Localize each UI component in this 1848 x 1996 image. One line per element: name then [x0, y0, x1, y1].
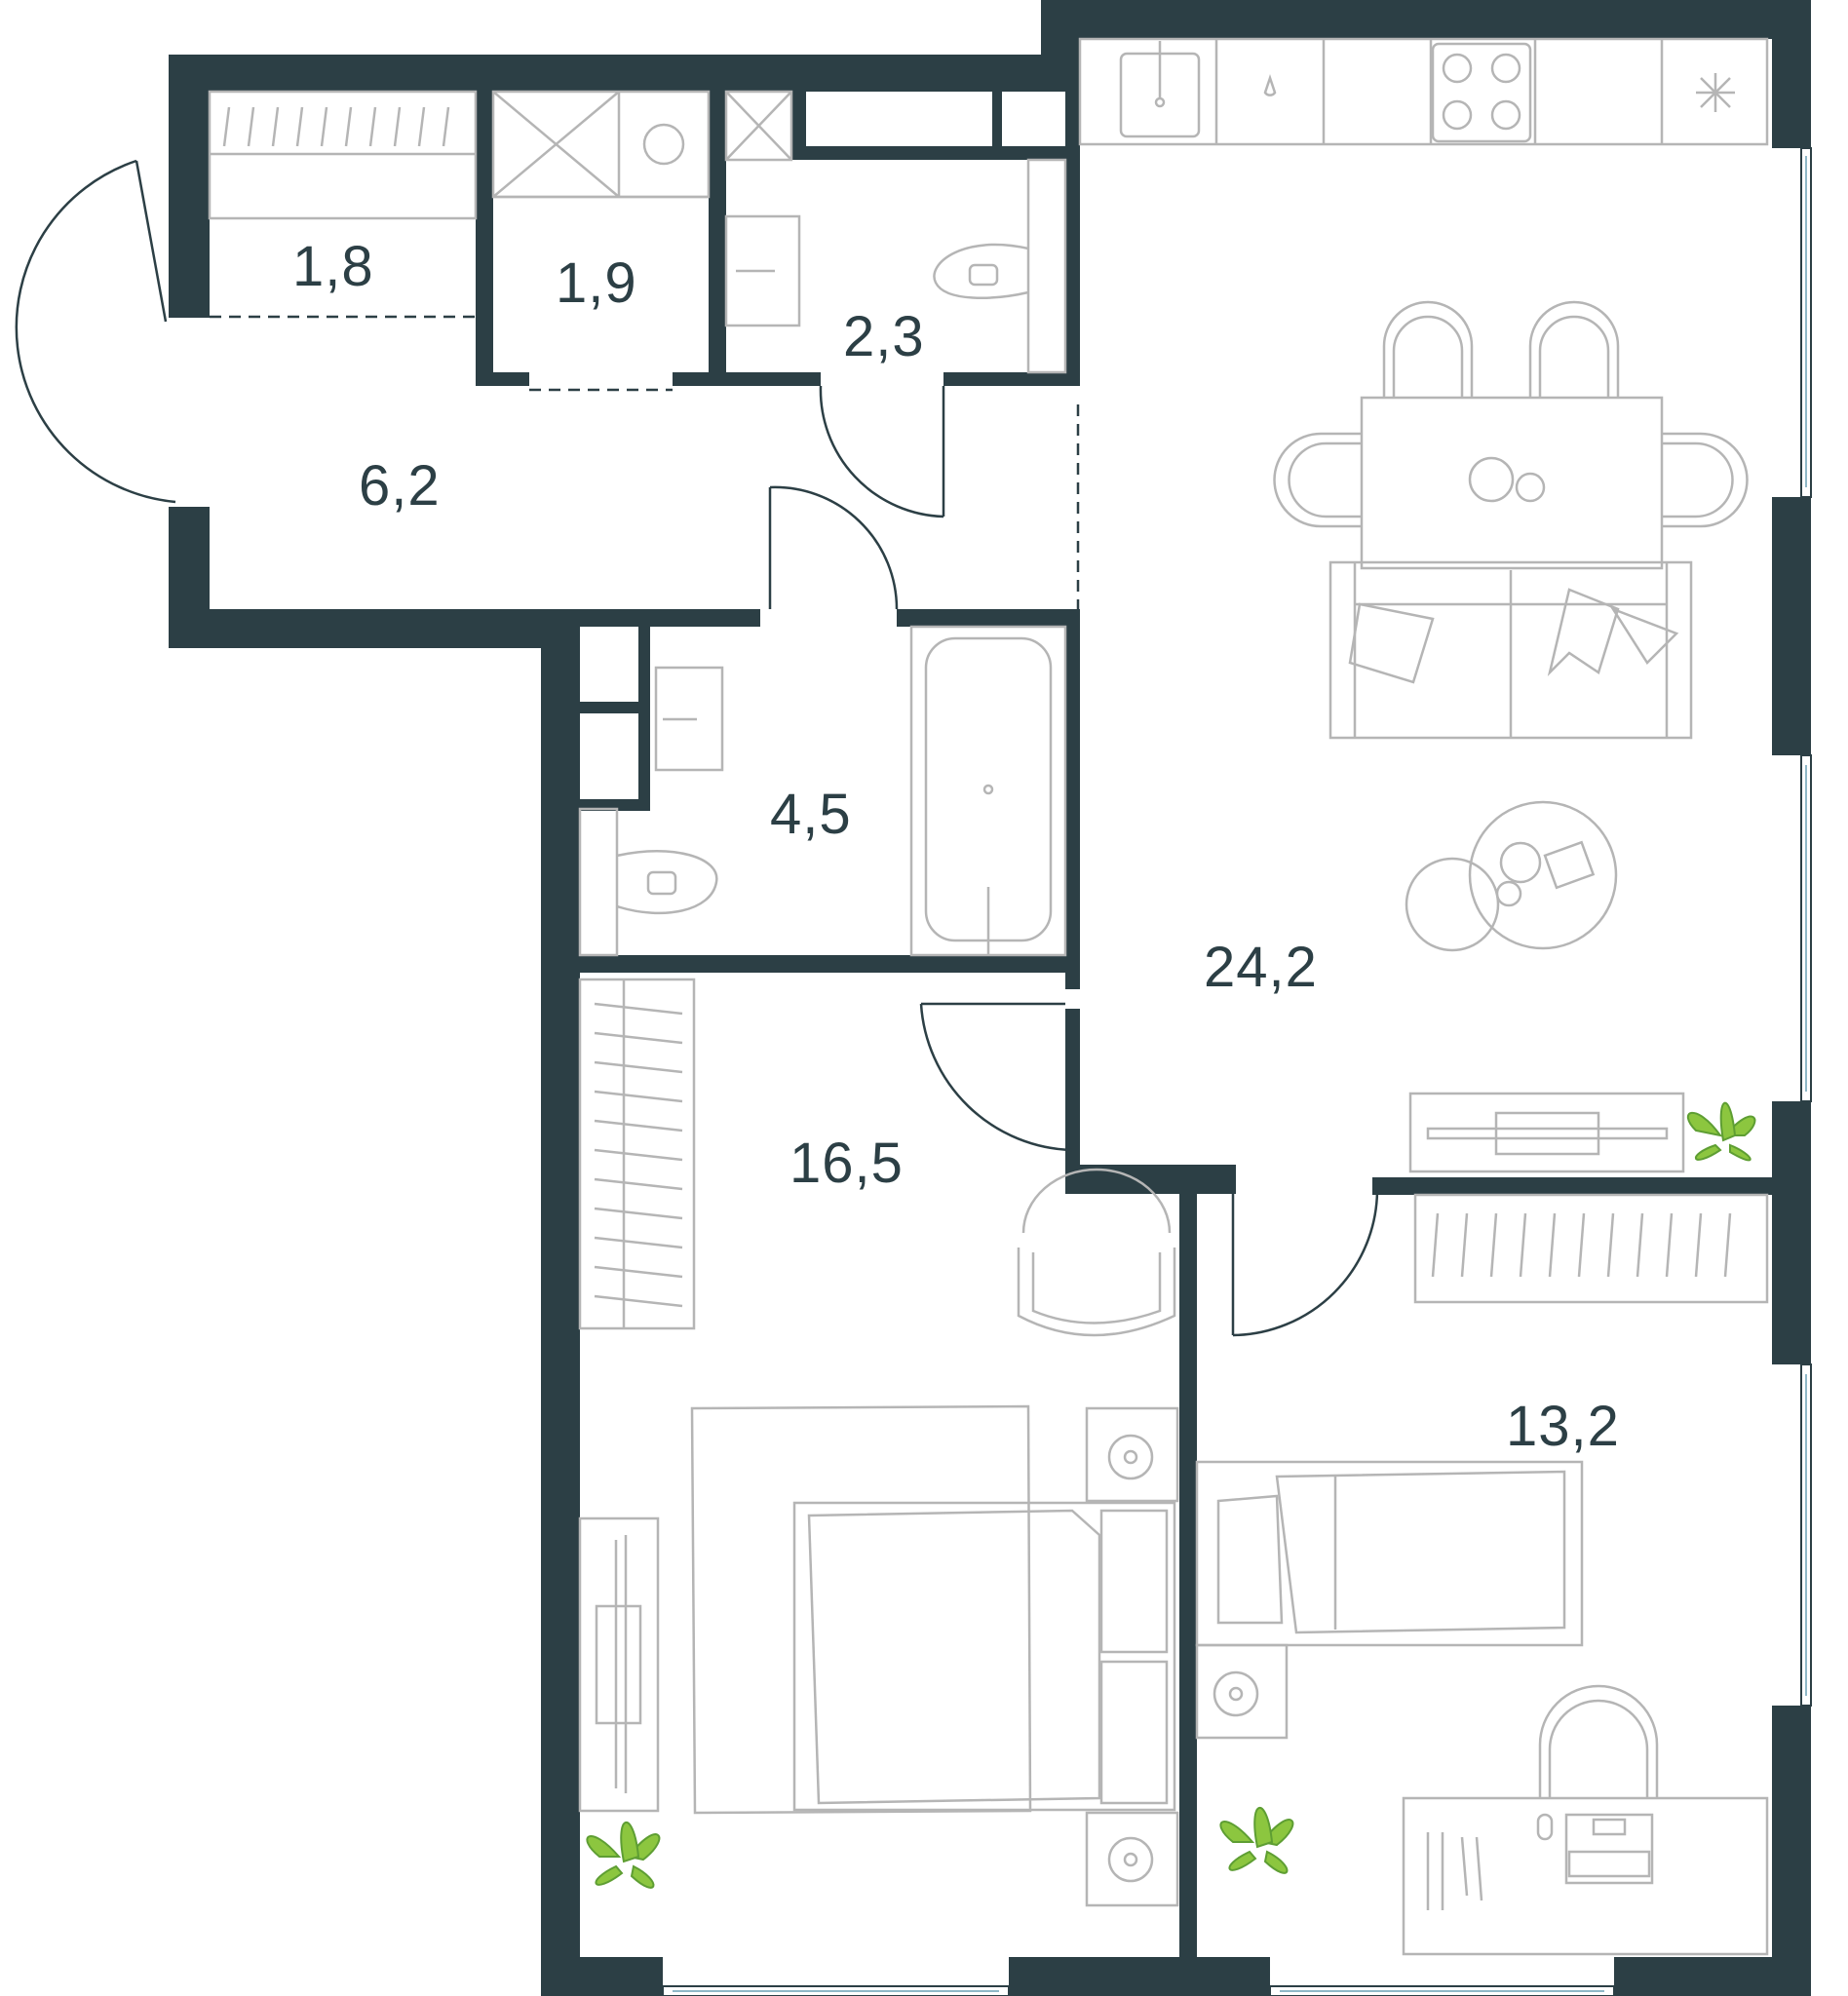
room-area-hallway: 6,2 — [359, 454, 441, 518]
room-area-wardrobe-hall: 1,8 — [292, 235, 374, 298]
wardrobe-hangers — [222, 106, 450, 147]
room-area-toilet: 2,3 — [843, 305, 925, 368]
room-area-bedroom: 13,2 — [1506, 1395, 1620, 1458]
wardrobe-hangers-3 — [594, 1002, 683, 1308]
plant-icon — [586, 1822, 661, 1889]
walls — [169, 0, 1811, 1996]
furniture — [208, 37, 1769, 1956]
plant-icon — [1219, 1807, 1294, 1874]
room-area-bathroom: 4,5 — [770, 783, 852, 846]
area-labels: 1,8 1,9 2,3 6,2 4,5 24,2 16,5 13,2 — [292, 235, 1620, 1458]
doors — [15, 159, 1379, 1337]
wardrobe-hangers-2 — [1431, 1212, 1732, 1278]
openings — [210, 315, 1080, 609]
plant-icon — [1686, 1101, 1756, 1162]
room-area-master-bedroom: 16,5 — [789, 1132, 904, 1195]
windows — [662, 147, 1812, 1996]
room-area-living-kitchen: 24,2 — [1204, 936, 1318, 999]
room-area-laundry: 1,9 — [556, 251, 637, 315]
